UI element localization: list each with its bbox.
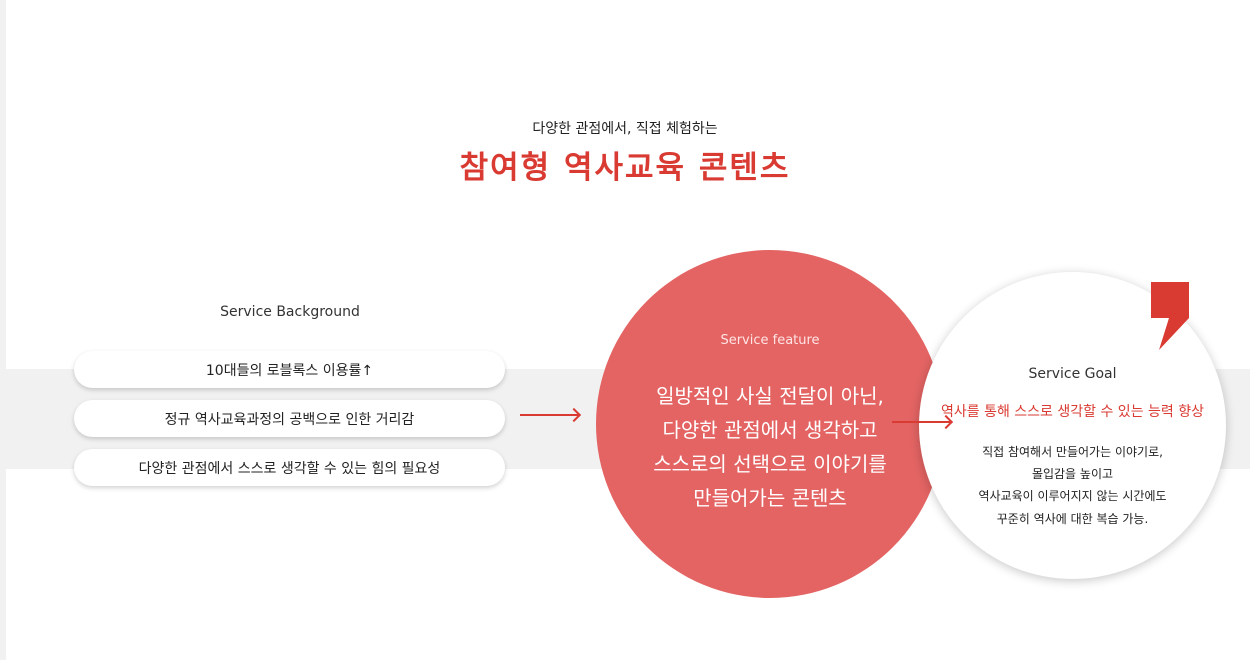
feature-line: 스스로의 선택으로 이야기를 xyxy=(653,452,887,476)
background-item: 10대들의 로블록스 이용률↑ xyxy=(74,351,505,388)
background-item: 다양한 관점에서 스스로 생각할 수 있는 힘의 필요성 xyxy=(74,449,505,486)
arrow-shaft xyxy=(892,421,950,423)
feature-line: 다양한 관점에서 생각하고 xyxy=(662,418,878,442)
section-subtitle: 다양한 관점에서, 직접 체험하는 xyxy=(532,121,718,137)
arrow-shaft xyxy=(520,414,578,416)
background-item: 정규 역사교육과정의 공백으로 인한 거리감 xyxy=(74,400,505,437)
left-edge-strip xyxy=(0,0,6,660)
goal-highlight: 역사를 통해 스스로 생각할 수 있는 능력 향상 xyxy=(941,404,1204,420)
section-title: 참여형 역사교육 콘텐츠 xyxy=(459,150,791,186)
quote-mark-icon xyxy=(1151,282,1189,350)
goal-line: 직접 참여해서 만들어가는 이야기로, xyxy=(982,445,1163,459)
goal-line: 역사교육이 이루어지지 않는 시간에도 xyxy=(978,489,1167,503)
arrow-head xyxy=(566,407,582,423)
goal-heading: Service Goal xyxy=(1028,366,1117,382)
background-heading: Service Background xyxy=(220,304,360,320)
arrow-right-icon xyxy=(892,414,954,430)
goal-line: 꾸준히 역사에 대한 복습 가능. xyxy=(996,512,1149,526)
feature-line: 일방적인 사실 전달이 아닌, xyxy=(656,384,884,408)
feature-heading: Service feature xyxy=(720,333,820,348)
feature-circle xyxy=(596,250,944,598)
quote-mark-shape xyxy=(1151,282,1189,350)
goal-line: 몰입감을 높이고 xyxy=(1031,467,1114,481)
arrow-right-icon xyxy=(520,407,582,423)
feature-line: 만들어가는 콘텐츠 xyxy=(693,486,847,510)
